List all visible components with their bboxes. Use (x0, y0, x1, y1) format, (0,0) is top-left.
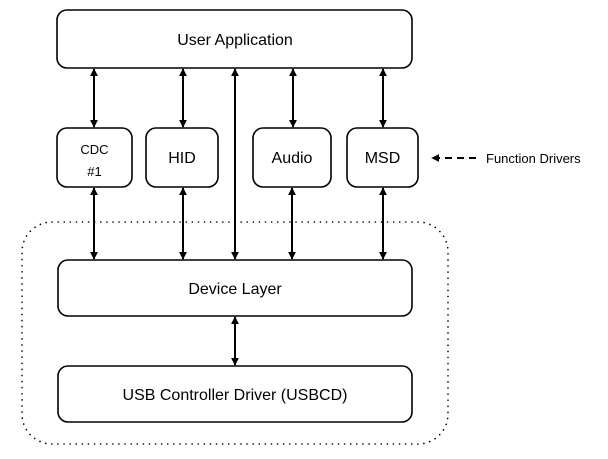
usb-controller-driver-label: USB Controller Driver (USBCD) (123, 387, 348, 404)
audio-box: Audio (252, 127, 332, 188)
device-layer-label: Device Layer (188, 281, 282, 298)
function-drivers-annotation: Function Drivers (431, 151, 581, 166)
cdc-instance-label: #1 (87, 164, 101, 179)
msd-box: MSD (346, 127, 419, 188)
user-application-box: User Application (56, 9, 413, 69)
device-layer-box: Device Layer (57, 259, 413, 317)
cdc-label: CDC (80, 142, 108, 157)
hid-box: HID (145, 127, 219, 188)
cdc-box: CDC #1 (56, 127, 133, 188)
function-drivers-label: Function Drivers (486, 151, 581, 166)
msd-label: MSD (365, 150, 401, 167)
usb-controller-driver-box: USB Controller Driver (USBCD) (57, 365, 413, 423)
hid-label: HID (168, 150, 196, 167)
audio-label: Audio (272, 150, 313, 167)
user-application-label: User Application (177, 32, 293, 49)
